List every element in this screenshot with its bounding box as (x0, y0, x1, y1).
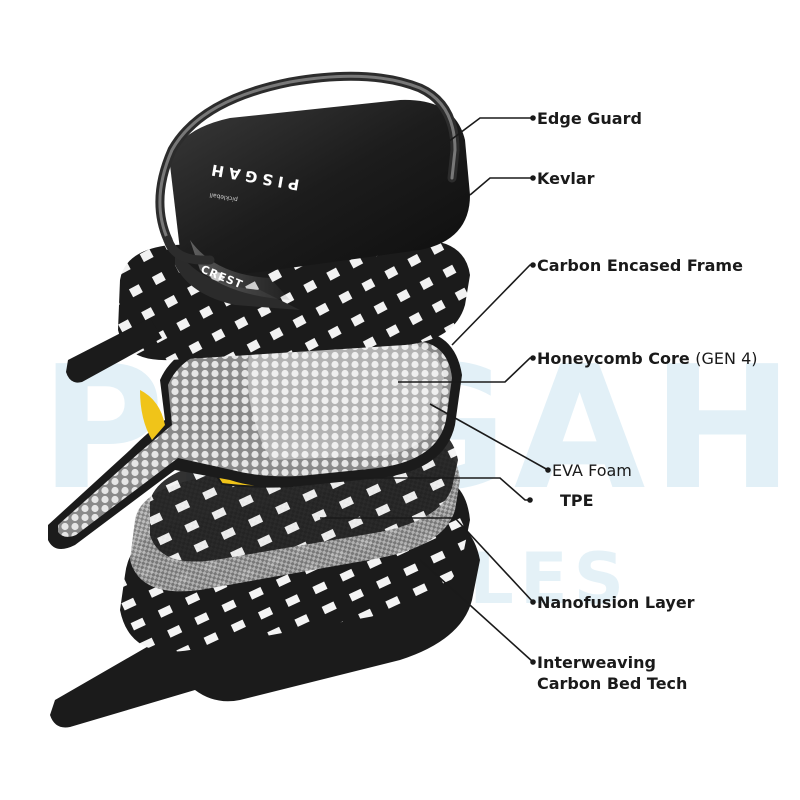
edge-guard-layer (155, 71, 460, 265)
leader-dots (527, 115, 551, 665)
label-edge-guard: Edge Guard (537, 109, 642, 128)
label-interweaving-2: Carbon Bed Tech (537, 674, 688, 693)
leader-lines (280, 117, 549, 663)
label-tpe: TPE (560, 491, 594, 510)
label-eva-foam: EVA Foam (552, 461, 632, 480)
label-kevlar: Kevlar (537, 169, 595, 188)
label-carbon-frame: Carbon Encased Frame (537, 256, 743, 275)
kevlar-face-layer (170, 99, 470, 310)
label-interweaving-1: Interweaving (537, 653, 656, 672)
label-honeycomb-gen: (GEN 4) (695, 349, 758, 368)
label-honeycomb: Honeycomb Core (GEN 4) (537, 348, 758, 369)
paddle-small-text: pickleball (209, 191, 239, 203)
label-honeycomb-main: Honeycomb Core (537, 349, 690, 368)
honeycomb-core-layer (48, 330, 462, 549)
label-nanofusion: Nanofusion Layer (537, 593, 695, 612)
